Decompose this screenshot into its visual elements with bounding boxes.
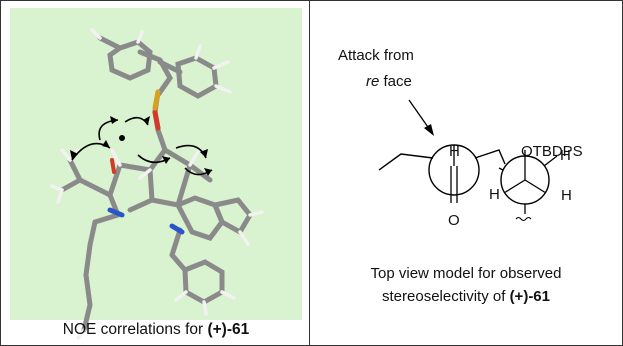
- attack-label-line2: re face: [366, 73, 412, 91]
- ethyl-chain: [378, 153, 434, 171]
- atom-o-carbonyl: O: [448, 212, 460, 229]
- wavy-bond-icon: [515, 216, 532, 222]
- noe-caption-compound: (+)-61: [207, 321, 250, 338]
- attack-arrow-shaft: [408, 99, 431, 131]
- noe-center-star: [119, 135, 125, 141]
- back-bond-upper-right: [543, 155, 558, 167]
- attack-label-line1: Attack from: [338, 47, 414, 64]
- top-view-caption-line2: stereoselectivity of (+)-61: [309, 288, 623, 306]
- atom-h-left: H: [489, 186, 500, 203]
- noe-caption-prefix: NOE correlations for: [62, 321, 208, 338]
- attack-arrow-head: [424, 124, 434, 136]
- top-view-caption-compound: (+)-61: [509, 288, 550, 305]
- nitrogen-bond-left-blue: [107, 207, 125, 218]
- atom-h-lower-right: H: [561, 187, 572, 204]
- hydroxyl-bond-red: [110, 158, 116, 174]
- model-bonds: [59, 35, 254, 333]
- molecular-model-3d: [10, 8, 302, 340]
- newman-projection-diagram: [378, 99, 558, 222]
- silicon-bond-yellow: [152, 89, 161, 111]
- atom-otbdps: OTBDPS: [521, 143, 583, 160]
- front-bond-right: [524, 179, 547, 194]
- atom-h-upper-right: H: [560, 147, 571, 164]
- top-view-caption-line1: Top view model for observed: [370, 265, 562, 282]
- oxygen-bond-red: [152, 109, 161, 131]
- noe-arrowheads: [70, 116, 212, 176]
- noe-caption: NOE correlations for (+)-61: [10, 321, 302, 339]
- methylene-link: [474, 149, 506, 165]
- front-bond-left: [503, 179, 526, 194]
- atom-h-carbonyl: H: [449, 143, 460, 160]
- back-bond-left: [498, 167, 504, 171]
- attack-label-re: re: [366, 73, 380, 90]
- nitrogen-bond-indole-blue: [169, 223, 185, 235]
- attack-label-face: face: [379, 73, 412, 90]
- top-view-caption-prefix: stereoselectivity of: [382, 288, 510, 305]
